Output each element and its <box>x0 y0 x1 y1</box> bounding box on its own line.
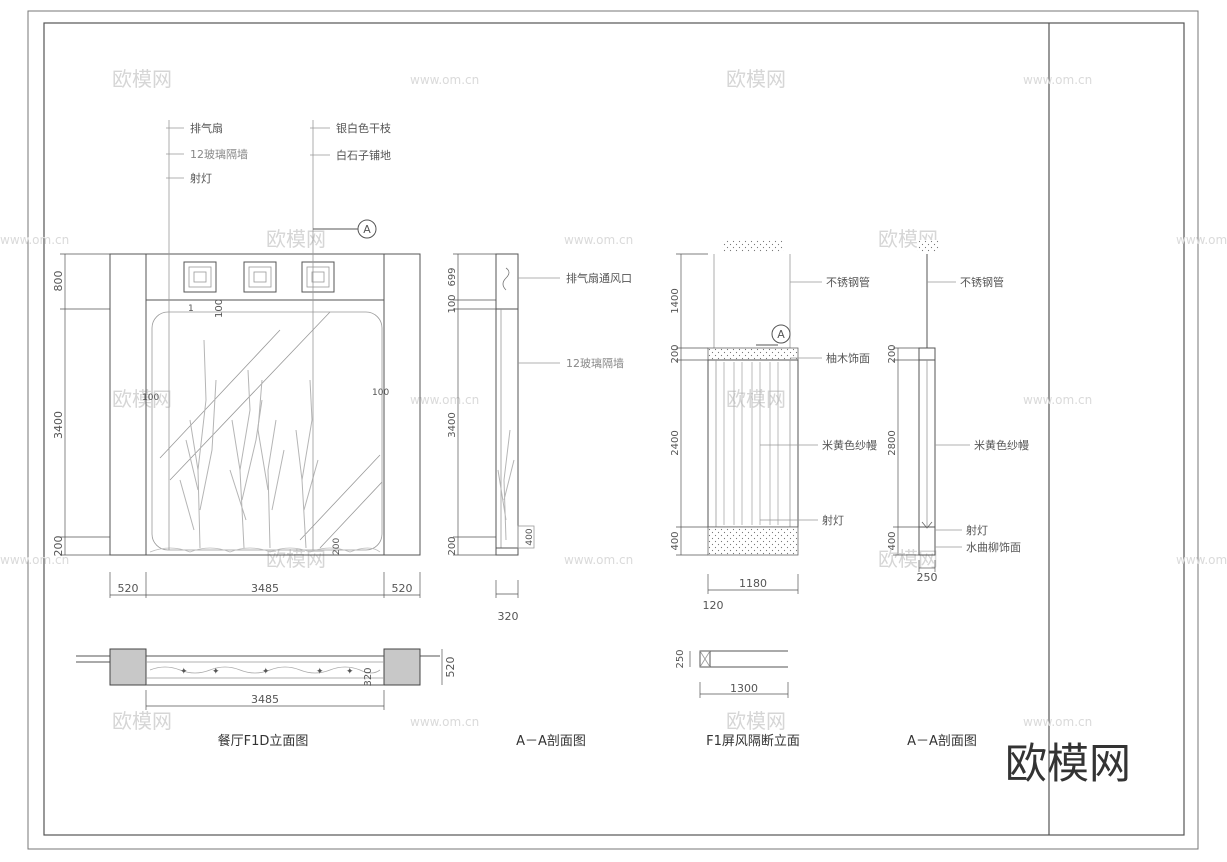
watermark-url: www.om.cn <box>1176 553 1227 567</box>
section-marker-label: A <box>363 223 371 236</box>
dining-plan-view: ✦ ✦ ✦ ✦ ✦ 3485 520 320 <box>76 648 457 710</box>
dim-v-top: 699 <box>447 267 458 286</box>
dining-elevation-drawing: 100 100 100 200 1 排气扇 12玻璃隔墙 射灯 银白色干枝 白石… <box>52 120 457 749</box>
plan-dim-glass: 320 <box>363 667 374 686</box>
dim-v-mid: 2800 <box>887 430 898 455</box>
watermark-brand: 欧模网 <box>726 387 786 411</box>
callout-white-pebbles: 白石子铺地 <box>336 148 391 162</box>
watermark-brand: 欧模网 <box>112 67 172 91</box>
screen-partition-elevation: A 不锈钢管 柚木饰面 米黄色纱幔 射灯 1400 200 2400 400 1… <box>670 240 877 749</box>
callout-beige-curtain: 米黄色纱幔 <box>974 438 1029 452</box>
dim-v-top: 800 <box>52 271 65 292</box>
section-a-drawing: 排气扇通风口 12玻璃隔墙 699 100 3400 200 400 320 A… <box>447 253 632 749</box>
callout-spotlight: 射灯 <box>822 513 844 527</box>
inner-dim-small: 1 <box>188 304 194 314</box>
inner-dim-left: 100 <box>142 393 159 403</box>
dim-h-left: 520 <box>118 582 139 595</box>
watermark-url: www.om.cn <box>1176 233 1227 247</box>
plan-dim-width: 3485 <box>251 693 279 706</box>
inner-dim-top: 100 <box>214 299 225 318</box>
dim-h-thickness: 320 <box>498 610 519 623</box>
callout-glass-wall: 12玻璃隔墙 <box>566 356 624 370</box>
watermark-brand: 欧模网 <box>112 709 172 733</box>
watermark-url: www.om.cn <box>0 553 69 567</box>
callout-spotlight: 射灯 <box>966 523 988 537</box>
brand-logo-watermark: 欧模网 <box>1005 739 1131 788</box>
watermark-url: www.om.cn <box>1023 73 1092 87</box>
watermark-brand: 欧模网 <box>878 547 938 571</box>
plan-dim-depth: 520 <box>444 657 457 678</box>
watermark-layer: 欧模网 www.om.cn 欧模网 www.om.cn www.om.cn 欧模… <box>0 67 1227 733</box>
right-column <box>383 253 421 556</box>
dim-small: 400 <box>525 528 535 545</box>
dim-v-bottom: 200 <box>52 536 65 557</box>
watermark-url: www.om.cn <box>564 553 633 567</box>
watermark-url: www.om.cn <box>1023 715 1092 729</box>
dim-v-band: 100 <box>447 294 458 313</box>
watermark-brand: 欧模网 <box>112 387 172 411</box>
callout-silver-branches: 银白色干枝 <box>336 121 391 135</box>
dim-h-width: 1180 <box>739 577 767 590</box>
callout-glass-wall: 12玻璃隔墙 <box>190 147 248 161</box>
watermark-url: www.om.cn <box>0 233 69 247</box>
dim-h-right: 520 <box>392 582 413 595</box>
drawing-title-section-a: A－A剖面图 <box>516 734 586 749</box>
callout-beige-curtain: 米黄色纱幔 <box>822 438 877 452</box>
svg-text:✦: ✦ <box>346 667 354 677</box>
plan-dim-length: 1300 <box>730 682 758 695</box>
dim-v-bottom: 400 <box>670 531 681 550</box>
drawing-title-screen-section: A－A剖面图 <box>907 734 977 749</box>
dim-v-mid: 3400 <box>447 412 458 437</box>
dim-v-mid: 2400 <box>670 430 681 455</box>
screen-section-a-drawing: 不锈钢管 米黄色纱幔 射灯 水曲柳饰面 200 2800 400 250 A－A… <box>887 240 1029 749</box>
outer-frame <box>27 10 1199 850</box>
glass-partition <box>151 311 383 551</box>
inner-frame <box>43 22 1185 836</box>
dim-v-bottom: 400 <box>887 531 898 550</box>
dim-v-top: 200 <box>887 344 898 363</box>
callout-steel-pipe: 不锈钢管 <box>826 275 870 289</box>
watermark-url: www.om.cn <box>564 233 633 247</box>
dim-v-top: 1400 <box>670 288 681 313</box>
callout-teak-veneer: 柚木饰面 <box>826 351 870 365</box>
watermark-brand: 欧模网 <box>726 709 786 733</box>
callout-exhaust-fan: 排气扇 <box>190 121 223 135</box>
inner-dim-bottom: 200 <box>332 538 342 555</box>
section-marker-label: A <box>777 328 785 341</box>
callout-vent-opening: 排气扇通风口 <box>566 271 632 285</box>
silver-branches-decor <box>179 339 319 549</box>
svg-text:✦: ✦ <box>316 667 324 677</box>
exhaust-fan-vent <box>183 261 335 293</box>
drawing-title-dining-elevation: 餐厅F1D立面图 <box>218 733 309 749</box>
svg-text:✦: ✦ <box>212 667 220 677</box>
dim-v-bottom: 200 <box>447 536 458 555</box>
dim-v-band: 200 <box>670 344 681 363</box>
watermark-brand: 欧模网 <box>726 67 786 91</box>
plan-dim-depth: 250 <box>675 649 686 668</box>
dim-h-mid: 3485 <box>251 582 279 595</box>
dim-v-mid: 3400 <box>52 411 65 439</box>
watermark-url: www.om.cn <box>1023 393 1092 407</box>
left-column <box>109 253 147 556</box>
inner-dim-right: 100 <box>372 388 389 398</box>
svg-text:✦: ✦ <box>262 667 270 677</box>
watermark-url: www.om.cn <box>410 73 479 87</box>
section-marker-a <box>357 219 377 239</box>
drawing-title-screen-elevation: F1屏风隔断立面 <box>706 734 800 749</box>
section-marker-a <box>771 324 791 344</box>
watermark-url: www.om.cn <box>410 715 479 729</box>
watermark-url: www.om.cn <box>410 393 479 407</box>
callout-steel-pipe: 不锈钢管 <box>960 275 1004 289</box>
watermark-brand: 欧模网 <box>266 227 326 251</box>
dim-h-offset: 120 <box>703 599 724 612</box>
dim-h-width: 250 <box>917 571 938 584</box>
callout-ash-veneer: 水曲柳饰面 <box>966 540 1021 554</box>
svg-text:✦: ✦ <box>180 667 188 677</box>
callout-spotlight: 射灯 <box>190 171 212 185</box>
watermark-brand: 欧模网 <box>266 547 326 571</box>
